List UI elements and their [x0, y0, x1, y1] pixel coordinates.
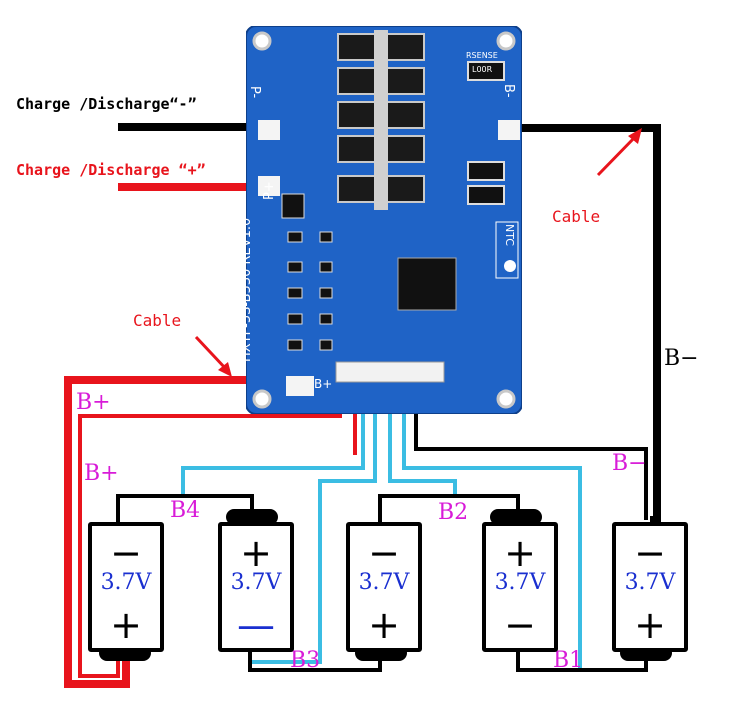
cell-1-bottom-terminal: + [110, 603, 142, 647]
cell-2-voltage: 3.7V [230, 570, 282, 595]
cell-1-voltage: 3.7V [100, 570, 152, 595]
b-minus-label: B− [664, 346, 699, 371]
b3-label: B3 [290, 648, 321, 673]
charge-pos-label: Charge /Discharge “+” [16, 161, 206, 179]
cell-5-top-terminal: − [634, 531, 666, 575]
cell-4-top-cap [490, 509, 542, 525]
b-minus-sense-wire [414, 442, 648, 520]
cell-3-voltage: 3.7V [358, 570, 410, 595]
battery-cell-2: + 3.7V — [218, 522, 294, 652]
link-b2 [378, 494, 520, 522]
cell-4-top-terminal: + [504, 531, 536, 575]
board-model-label: HXYP-5S-B530 REV1.0 [239, 217, 254, 362]
cell-2-top-terminal: + [240, 531, 272, 575]
arrow-icon-left [218, 362, 232, 377]
arrow-icon-right [628, 128, 642, 144]
b-plus-outer-label: B+ [76, 390, 111, 415]
b2-sense-wire [388, 455, 457, 496]
cell-1-top-terminal: − [110, 531, 142, 575]
b4-label: B4 [170, 498, 201, 523]
charge-neg-label: Charge /Discharge“-” [16, 95, 197, 113]
charge-pos-cable [118, 183, 260, 191]
cell-2-top-cap [226, 509, 278, 525]
battery-cell-4: + 3.7V − [482, 522, 558, 652]
cell-3-bottom-terminal: + [368, 603, 400, 647]
cable-left-label: Cable [133, 311, 182, 330]
cable-right-label: Cable [552, 207, 601, 226]
b1-label: B1 [553, 648, 584, 673]
b-minus-cable [500, 124, 661, 524]
b-plus-cable [64, 376, 292, 688]
ntc-label: NTC [503, 224, 516, 246]
cell-5-bottom-terminal: + [634, 603, 666, 647]
cell-5-voltage: 3.7V [624, 570, 676, 595]
link-b1 [516, 650, 648, 672]
cell-4-bottom-terminal: − [504, 603, 536, 647]
b2-label: B2 [438, 500, 469, 525]
b-plus-inner-label: B+ [84, 461, 119, 486]
link-b4 [116, 494, 254, 522]
battery-cell-1: − 3.7V + [88, 522, 164, 652]
b4-sense-wire [181, 455, 365, 496]
cell-2-bottom-terminal: — [237, 603, 275, 647]
pad-b-minus-label: B- [501, 84, 516, 98]
battery-cell-3: − 3.7V + [346, 522, 422, 652]
resistor-code-label: L00R [472, 65, 493, 74]
link-b3 [248, 650, 382, 672]
cell-3-top-terminal: − [368, 531, 400, 575]
b-plus-sense-wire [78, 405, 342, 678]
rsense-label: RSENSE [466, 51, 498, 60]
b-minus-pink-label: B− [612, 451, 647, 476]
charge-neg-cable [118, 123, 260, 131]
battery-cell-5: − 3.7V + [612, 522, 688, 652]
pad-p-plus-label: P+ [262, 181, 277, 200]
cell-4-voltage: 3.7V [494, 570, 546, 595]
pad-b-plus-label: B+ [314, 377, 333, 391]
bms-board [246, 26, 522, 414]
pad-p-minus-label: P- [247, 86, 262, 99]
